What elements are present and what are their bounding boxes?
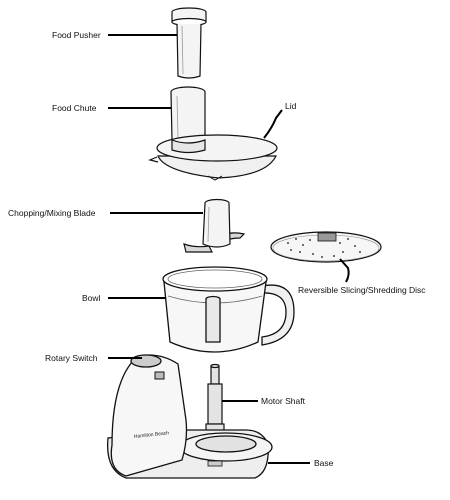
label-food-chute: Food Chute <box>52 103 97 113</box>
part-labels: Food Pusher Food Chute Lid Chopping/Mixi… <box>8 30 426 468</box>
lid-drawing <box>148 134 278 181</box>
callout-lines <box>108 34 350 464</box>
callout-lid <box>263 109 283 139</box>
brand-logo-text: Hamilton Beach <box>134 430 170 440</box>
label-slicing-disc: Reversible Slicing/Shredding Disc <box>298 285 426 295</box>
callout-slicing-disc <box>339 258 350 283</box>
food-chute-drawing <box>170 86 206 141</box>
label-food-pusher: Food Pusher <box>52 30 101 40</box>
food-pusher-drawing <box>171 7 207 79</box>
bowl-drawing <box>162 266 295 353</box>
label-bowl: Bowl <box>82 293 101 303</box>
motor-shaft-drawing <box>205 363 225 433</box>
label-lid: Lid <box>285 101 297 111</box>
chopping-blade-drawing <box>183 198 246 253</box>
label-motor-shaft: Motor Shaft <box>261 396 306 406</box>
label-rotary-switch: Rotary Switch <box>45 353 98 363</box>
slicing-disc-drawing <box>270 231 382 263</box>
label-base: Base <box>314 458 334 468</box>
label-chopping-blade: Chopping/Mixing Blade <box>8 208 96 218</box>
base-drawing: Hamilton Beach <box>106 354 273 479</box>
